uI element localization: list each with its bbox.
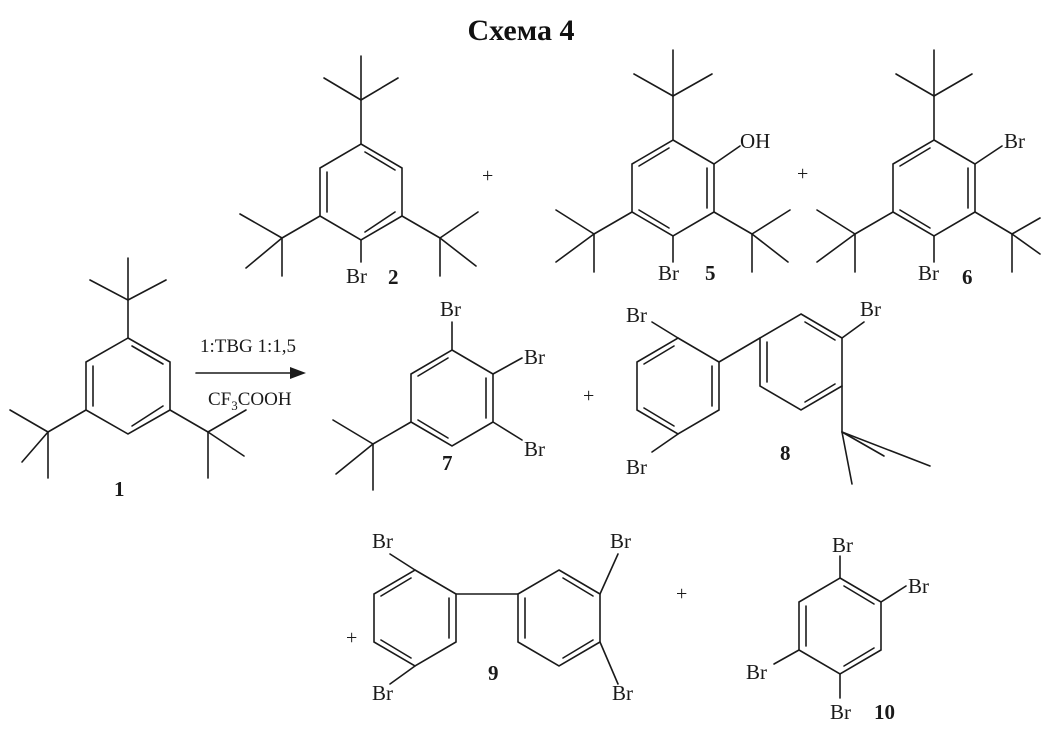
compound-10-br-2: Br — [908, 574, 929, 598]
compound-6-tbu-top — [895, 49, 973, 141]
compound-5-tbu-top — [633, 49, 713, 141]
compound-6: Br Br 6 — [816, 49, 1041, 289]
plus-4: + — [346, 627, 357, 649]
compound-1-ring — [85, 337, 171, 435]
compound-10-ring — [798, 577, 882, 675]
compound-6-br-top: Br — [1004, 129, 1025, 153]
compound-6-label: 6 — [962, 265, 973, 289]
compound-7: Br Br Br 7 — [332, 297, 545, 491]
compound-8-br-3: Br — [860, 297, 881, 321]
compound-1: 1 — [9, 257, 247, 501]
compound-5: OH Br 5 — [555, 49, 791, 285]
compound-6-br-bottom: Br — [918, 261, 939, 285]
compound-7-ring — [410, 349, 494, 447]
compound-9-label: 9 — [488, 661, 499, 685]
compound-2-tbu-left — [239, 213, 321, 277]
compound-8-br-1: Br — [626, 303, 647, 327]
compound-10-br-3: Br — [746, 660, 767, 684]
compound-9-br-2: Br — [372, 681, 393, 705]
compound-8-ring-right — [759, 313, 843, 411]
condition-top: 1:TBG 1:1,5 — [200, 336, 296, 357]
compound-1-tbu-right — [169, 409, 247, 479]
compound-2-ring — [319, 143, 403, 241]
compound-8-tbu — [841, 385, 931, 485]
compound-6-tbu-right — [974, 211, 1041, 273]
compound-9-ring-right — [517, 569, 601, 667]
plus-2: + — [797, 163, 808, 185]
compound-5-label: 5 — [705, 261, 716, 285]
compound-5-oh: OH — [740, 129, 770, 153]
compound-7-br-3: Br — [524, 437, 545, 461]
compound-2-tbu-top — [323, 55, 399, 145]
compound-10-br-1: Br — [832, 533, 853, 557]
compound-5-ring — [631, 139, 715, 237]
plus-3: + — [583, 385, 594, 407]
compound-2-tbu-right — [401, 211, 479, 277]
compound-7-tbu — [332, 419, 412, 491]
reaction-arrow: 1:TBG 1:1,5 CF3COOH — [195, 336, 306, 413]
compound-8-br-2: Br — [626, 455, 647, 479]
compound-6-ring — [892, 139, 976, 237]
compound-2: Br 2 — [239, 55, 479, 289]
compound-9-ring-left — [373, 569, 457, 667]
compound-9-br-4: Br — [612, 681, 633, 705]
compound-1-label: 1 — [114, 477, 125, 501]
scheme-title: Схема 4 — [468, 14, 575, 47]
condition-bottom: CF3COOH — [208, 389, 292, 413]
compound-5-br: Br — [658, 261, 679, 285]
compound-10-label: 10 — [874, 700, 895, 724]
compound-5-tbu-right — [713, 209, 791, 273]
compound-5-tbu-left — [555, 209, 633, 273]
compound-7-br-1: Br — [440, 297, 461, 321]
plus-5: + — [676, 583, 687, 605]
compound-8-ring-left — [636, 337, 720, 435]
compound-2-label: 2 — [388, 265, 399, 289]
compound-2-br: Br — [346, 264, 367, 288]
compound-10-br-4: Br — [830, 700, 851, 724]
compound-8-label: 8 — [780, 441, 791, 465]
compound-8: Br Br Br 8 — [626, 297, 931, 485]
compound-6-tbu-left — [816, 209, 894, 273]
compound-9: Br Br Br Br 9 — [372, 529, 633, 705]
compound-7-br-2: Br — [524, 345, 545, 369]
plus-1: + — [482, 165, 493, 187]
compound-9-br-3: Br — [610, 529, 631, 553]
compound-10: Br Br Br Br 10 — [746, 533, 929, 724]
compound-1-tbu-left — [9, 409, 87, 479]
compound-7-label: 7 — [442, 451, 453, 475]
compound-1-tbu-top — [89, 257, 167, 339]
arrow-head — [290, 367, 306, 379]
compound-9-br-1: Br — [372, 529, 393, 553]
